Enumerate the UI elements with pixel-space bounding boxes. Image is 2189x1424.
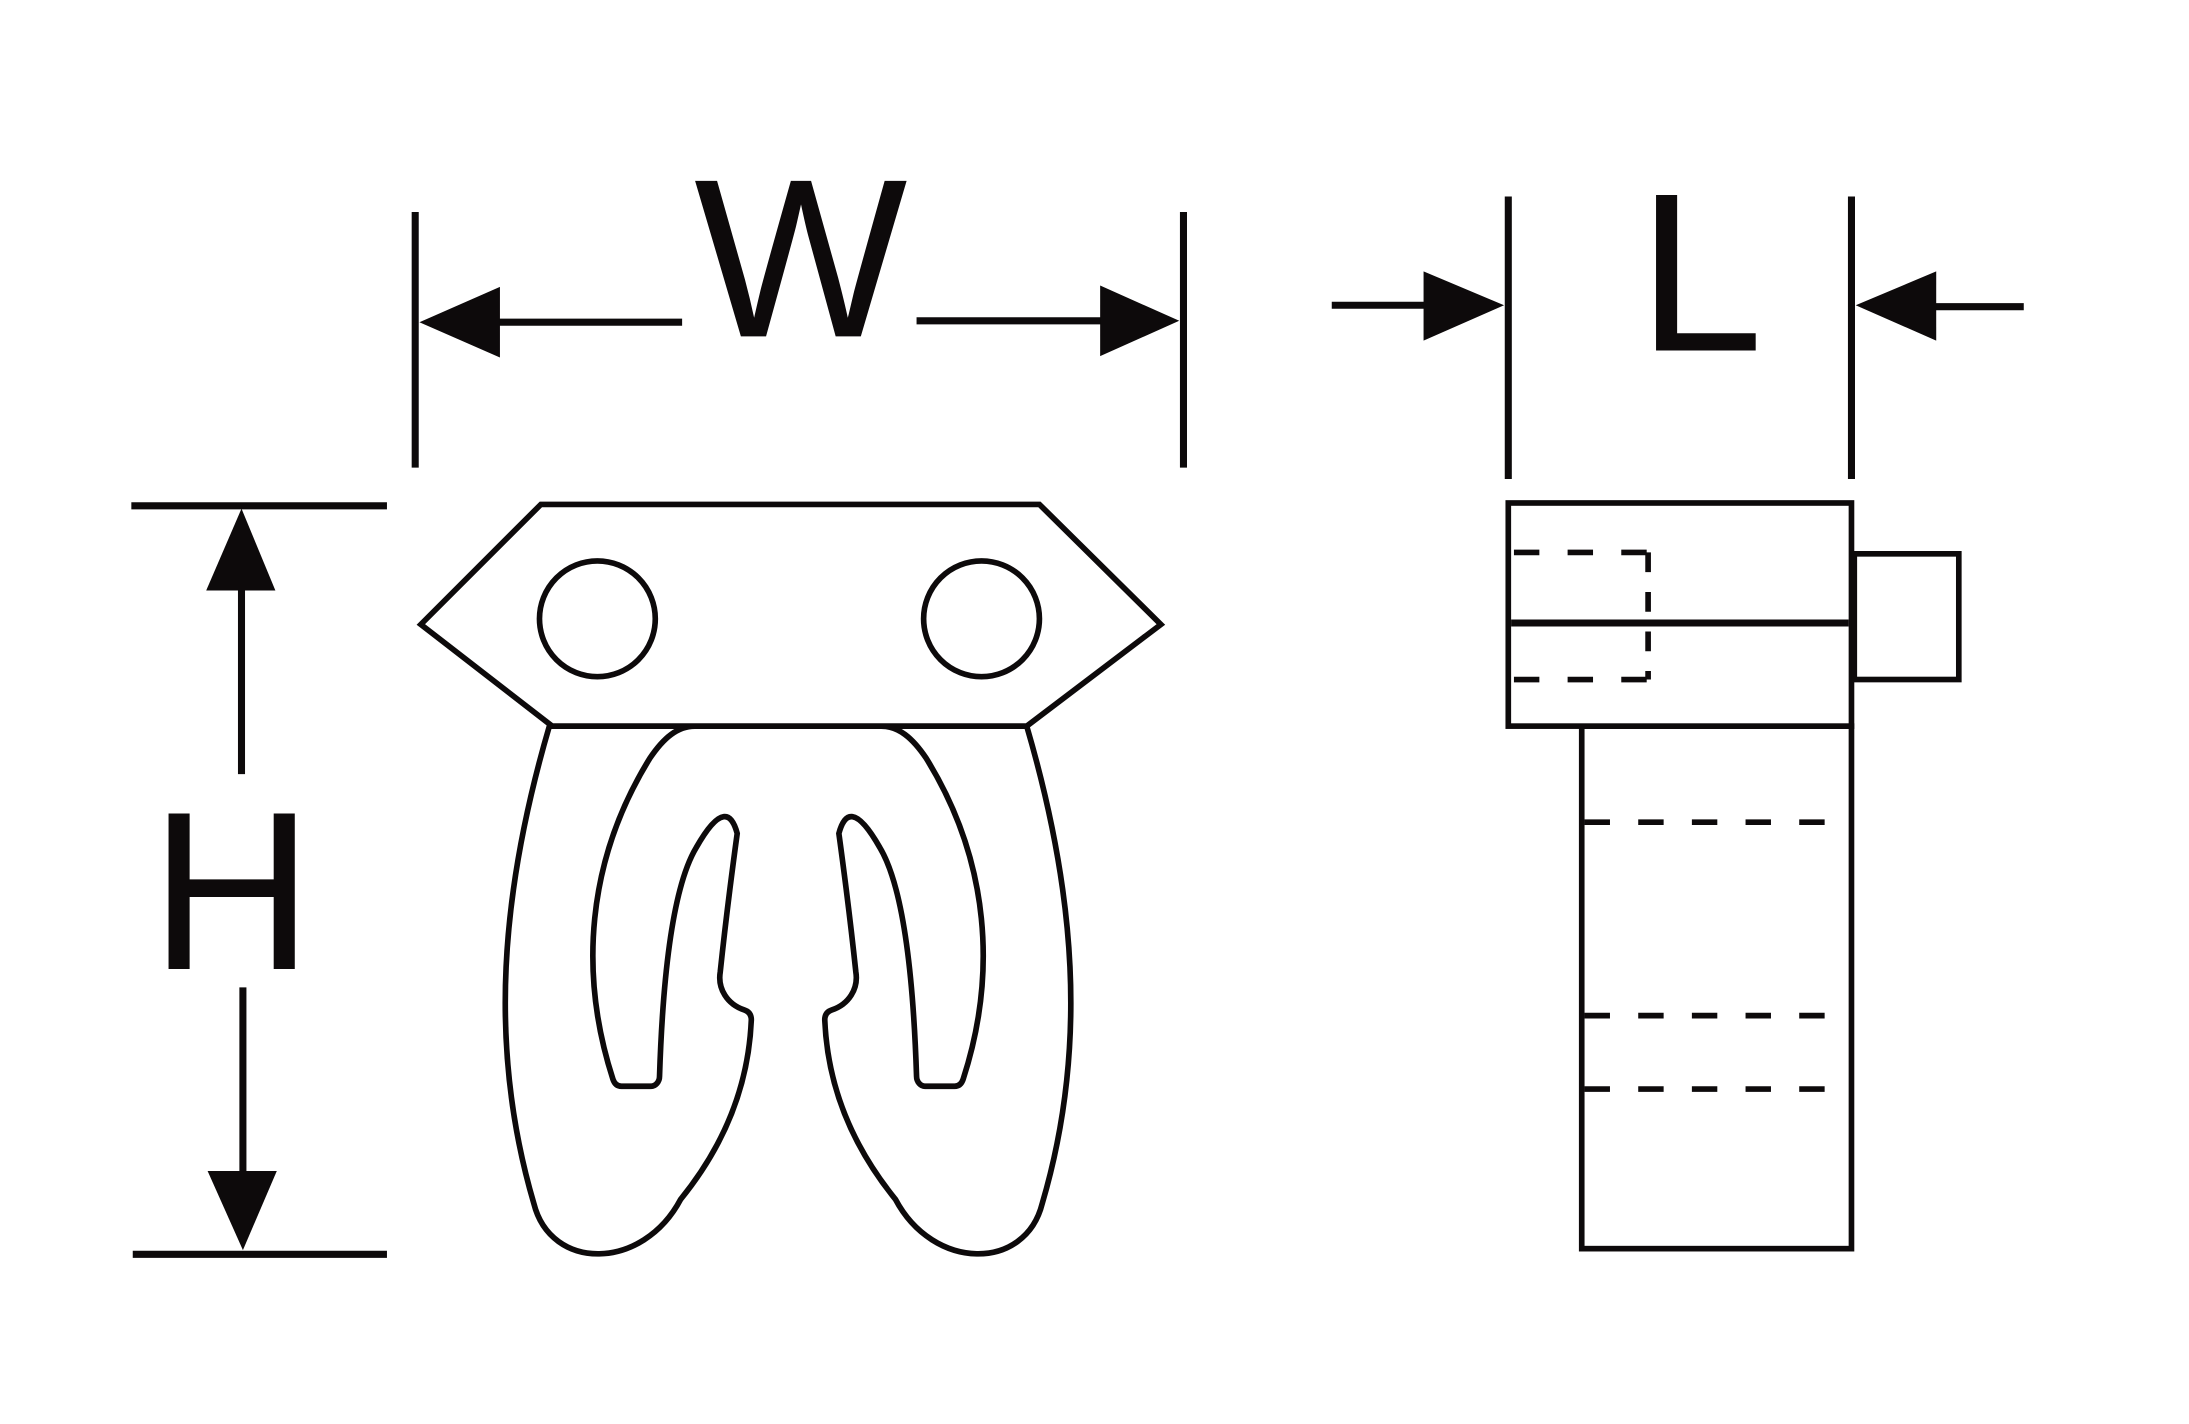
front-view bbox=[416, 501, 1166, 1257]
arrow-down-icon bbox=[207, 1170, 277, 1251]
width-label: W bbox=[694, 131, 907, 384]
mounting-hole-right bbox=[920, 558, 1043, 680]
width-dimension: W bbox=[411, 131, 1188, 468]
mounting-hole-left bbox=[536, 558, 659, 680]
clip-right-leg bbox=[821, 723, 1074, 1257]
side-view bbox=[1505, 500, 1962, 1252]
arrow-right-icon bbox=[1423, 271, 1505, 341]
clip-head-plate bbox=[416, 501, 1166, 729]
side-tab bbox=[1851, 551, 1962, 683]
height-label: H bbox=[150, 764, 313, 1017]
side-head bbox=[1505, 500, 1855, 729]
length-dimension: L bbox=[1331, 145, 2024, 479]
length-label: L bbox=[1638, 145, 1764, 398]
arrow-up-icon bbox=[206, 508, 276, 591]
arrow-right-icon bbox=[1100, 285, 1180, 357]
arrow-left-icon bbox=[419, 286, 500, 358]
side-body bbox=[1578, 723, 1855, 1252]
arrow-left-icon bbox=[1855, 271, 1937, 341]
clip-left-leg bbox=[502, 723, 755, 1257]
height-dimension: H bbox=[131, 502, 387, 1258]
